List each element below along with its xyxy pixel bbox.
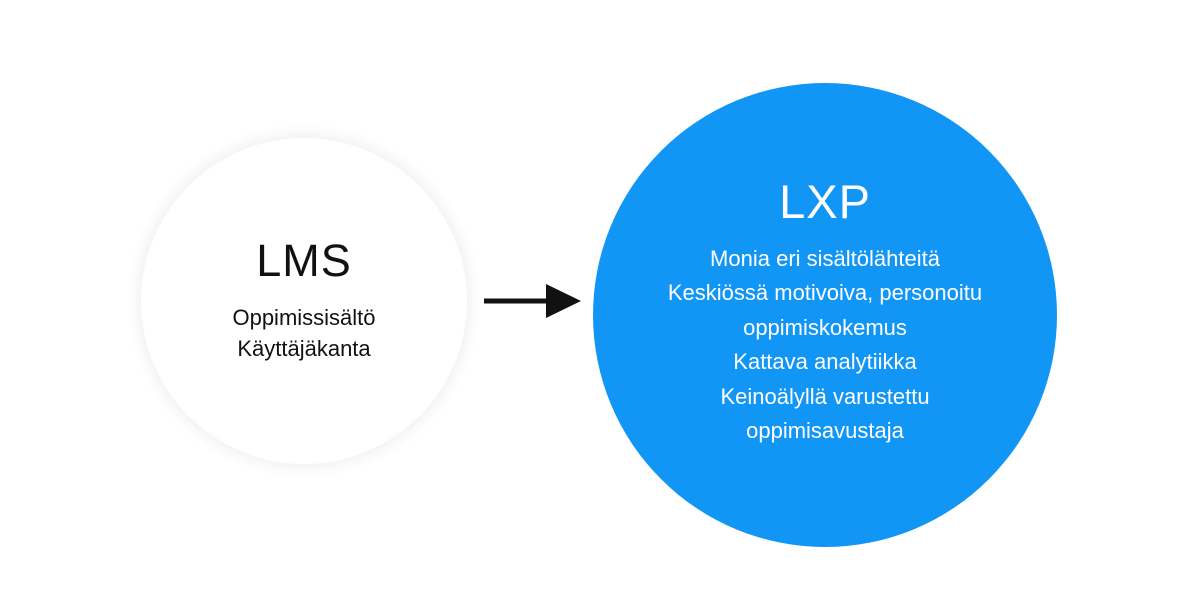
lms-title: LMS <box>256 235 352 286</box>
lxp-feature-line: Keinoälyllä varustettu <box>720 383 930 409</box>
lxp-feature-line: oppimiskokemus <box>743 314 907 340</box>
arrow-head <box>546 284 581 318</box>
lxp-feature-line: Keskiössä motivoiva, personoitu <box>667 280 983 305</box>
lxp-feature-line: Kattava analytiikka <box>733 349 917 374</box>
lms-circle: LMS Oppimissisältö Käyttäjäkanta <box>141 138 467 464</box>
lxp-feature-line: Monia eri sisältölähteitä <box>710 245 940 271</box>
lxp-circle: LXP Monia eri sisältölähteitä Keskiössä … <box>593 83 1057 547</box>
arrow-right-icon <box>484 284 581 318</box>
lxp-title: LXP <box>779 174 871 228</box>
lms-feature-line: Käyttäjäkanta <box>237 336 371 361</box>
lms-feature-line: Oppimissisältö <box>232 305 376 330</box>
lxp-feature-line: oppimisavustaja <box>746 418 904 443</box>
